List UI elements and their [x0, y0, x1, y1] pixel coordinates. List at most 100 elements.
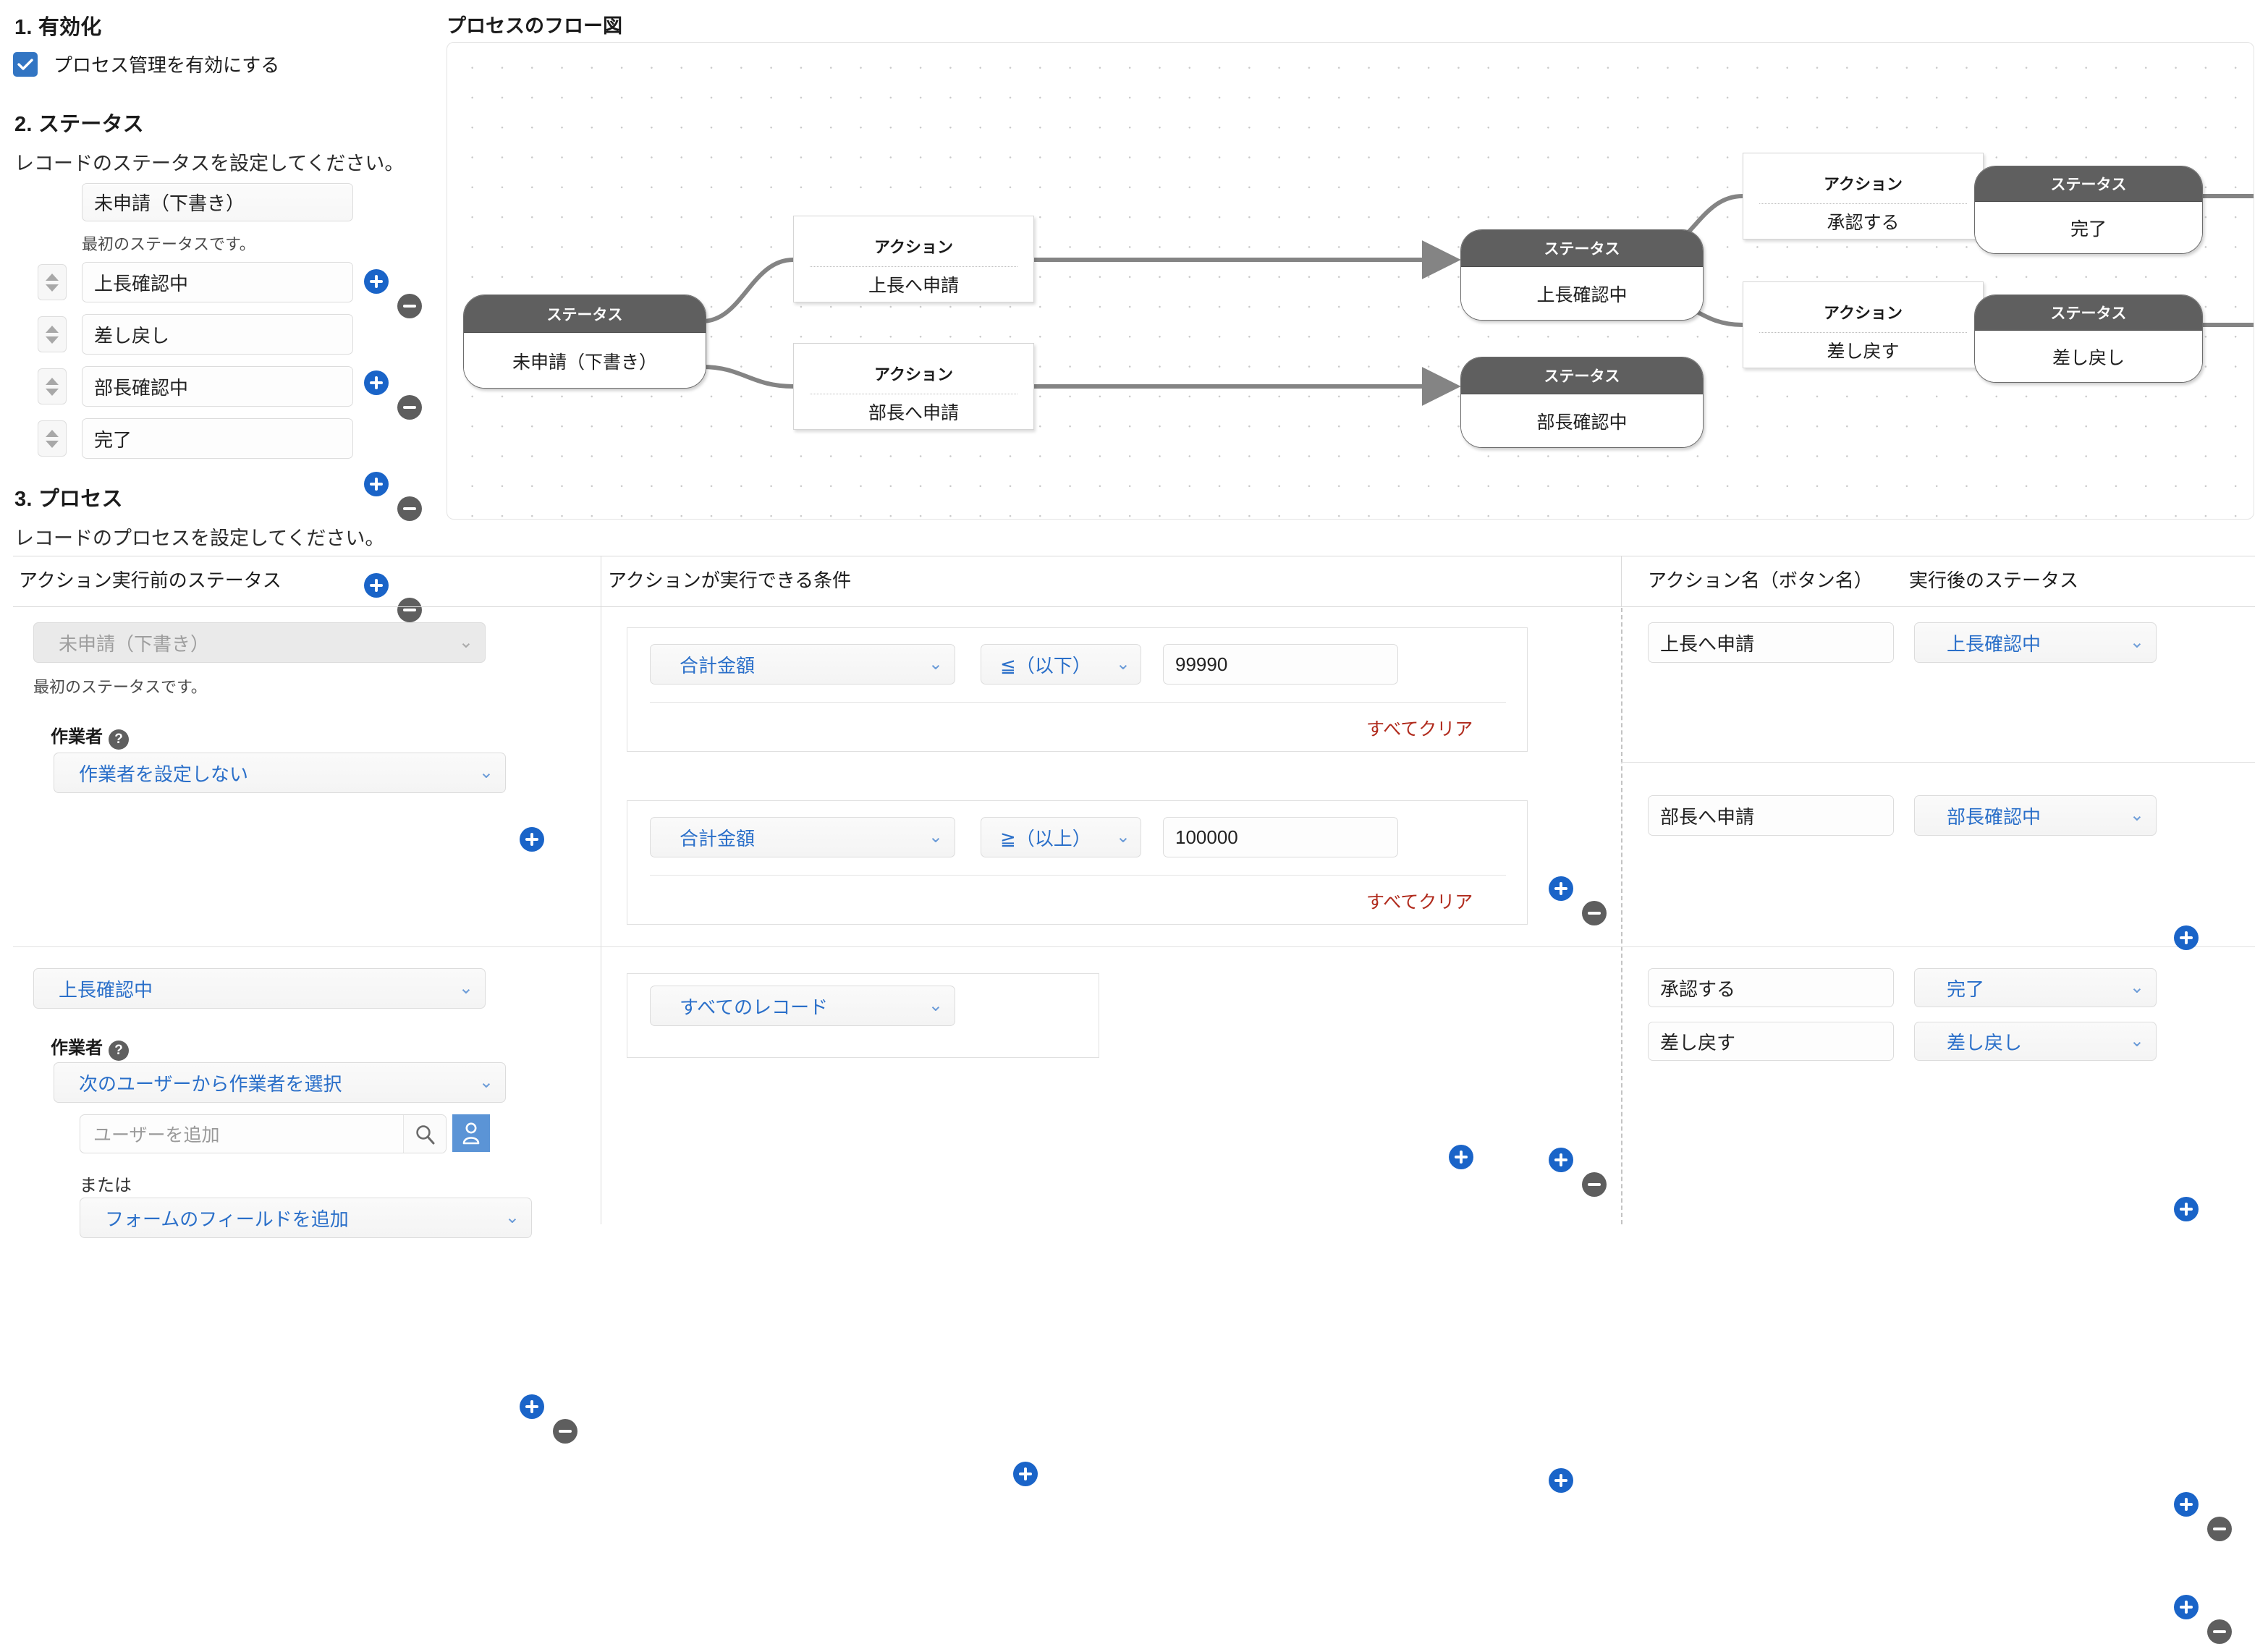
action-remove-button-4[interactable] — [2207, 1619, 2232, 1644]
flow-node-label: 上長確認中 — [1461, 266, 1703, 320]
after-status-select-3[interactable]: 完了 ⌄ — [1914, 968, 2157, 1007]
first-status-input[interactable]: 未申請（下書き） — [82, 183, 353, 221]
status-remove-button[interactable] — [397, 395, 422, 420]
condition-field-select-3[interactable]: すべてのレコード ⌄ — [650, 986, 955, 1026]
flow-node-label: 上長へ申請 — [868, 275, 959, 296]
column-divider-2 — [1621, 556, 1622, 606]
search-icon[interactable] — [403, 1115, 446, 1153]
help-icon[interactable]: ? — [109, 729, 129, 750]
condition-operator-2-value: ≧（以上） — [1000, 827, 1091, 849]
status-reorder-stepper[interactable] — [38, 368, 67, 404]
chevron-down-icon: ⌄ — [2129, 805, 2144, 825]
status-add-button[interactable] — [364, 573, 389, 598]
status-input[interactable]: 完了 — [82, 418, 353, 459]
before-status-select-1[interactable]: 未申請（下書き） ⌄ — [33, 622, 486, 663]
process-row-remove-button-2[interactable] — [1582, 1172, 1607, 1197]
flow-node-header: ステータス — [1461, 357, 1703, 394]
clear-all-link-1[interactable]: すべてクリア — [1366, 719, 1473, 740]
enable-process-checkbox[interactable] — [13, 51, 38, 77]
condition-operator-select-1[interactable]: ≦（以下） ⌄ — [981, 644, 1141, 685]
after-status-select-1[interactable]: 上長確認中 ⌄ — [1914, 622, 2157, 663]
flow-node-status[interactable]: ステータス 部長確認中 — [1460, 357, 1704, 448]
action-name-input-3[interactable]: 承認する — [1648, 968, 1894, 1007]
chevron-down-icon: ⌄ — [928, 654, 943, 674]
user-picker-button[interactable] — [452, 1114, 490, 1152]
before-status-note-1: 最初のステータスです。 — [33, 678, 207, 696]
assignee-select-1[interactable]: 作業者を設定しない ⌄ — [54, 753, 506, 793]
flow-node-header: アクション — [810, 216, 1017, 267]
condition-add-button-2[interactable] — [1449, 1145, 1473, 1169]
status-input[interactable]: 上長確認中 — [82, 262, 353, 302]
action-add-button-3[interactable] — [2174, 1492, 2199, 1517]
condition-field-select-2[interactable]: 合計金額 ⌄ — [650, 817, 955, 857]
after-status-select-4[interactable]: 差し戻し ⌄ — [1914, 1022, 2157, 1061]
condition-field-3-value: すべてのレコード — [680, 996, 829, 1018]
process-row-add-button-2[interactable] — [1549, 1148, 1573, 1172]
condition-operator-select-2[interactable]: ≧（以上） ⌄ — [981, 817, 1141, 857]
flow-node-header: ステータス — [1975, 295, 2202, 331]
process-row-add-button-1[interactable] — [1549, 876, 1573, 901]
chevron-down-icon: ⌄ — [504, 1208, 520, 1227]
process-row-remove-button-1[interactable] — [1582, 901, 1607, 925]
action-add-button-2[interactable] — [2174, 1197, 2199, 1221]
flow-node-action[interactable]: アクション 差し戻す — [1743, 281, 1984, 368]
action-add-button-1[interactable] — [2174, 925, 2199, 950]
after-status-1-value: 上長確認中 — [1947, 632, 2041, 655]
status-add-button[interactable] — [364, 472, 389, 496]
action-name-input-2[interactable]: 部長へ申請 — [1648, 795, 1894, 836]
flow-diagram-title: プロセスのフロー図 — [447, 15, 622, 37]
user-icon — [462, 1122, 480, 1145]
process-row-add-button-3[interactable] — [1549, 1468, 1573, 1493]
action-add-button-4[interactable] — [2174, 1595, 2199, 1619]
assignee-label-2: 作業者 — [51, 1038, 103, 1058]
status-input[interactable]: 差し戻し — [82, 314, 353, 355]
before-status-add-button-1[interactable] — [520, 827, 544, 852]
condition-operator-1-value: ≦（以下） — [1000, 654, 1091, 677]
action-name-input-1[interactable]: 上長へ申請 — [1648, 622, 1894, 663]
flow-node-label: 完了 — [1975, 202, 2202, 253]
condition-add-button-3[interactable] — [1013, 1462, 1038, 1486]
flow-node-status[interactable]: ステータス 差し戻し — [1974, 295, 2203, 383]
status-add-button[interactable] — [364, 370, 389, 395]
chevron-down-icon — [46, 388, 59, 396]
after-status-3-value: 完了 — [1947, 978, 1985, 1000]
flow-node-status[interactable]: ステータス 未申請（下書き） — [463, 295, 706, 389]
flow-node-action[interactable]: アクション 上長へ申請 — [793, 216, 1034, 302]
before-status-remove-button-2[interactable] — [553, 1419, 577, 1444]
status-remove-button[interactable] — [397, 496, 422, 521]
flow-node-status[interactable]: ステータス 完了 — [1974, 166, 2203, 254]
assignee-select-2[interactable]: 次のユーザーから作業者を選択 ⌄ — [54, 1062, 506, 1103]
status-add-button[interactable] — [364, 269, 389, 294]
assignee-select-2-value: 次のユーザーから作業者を選択 — [79, 1072, 342, 1095]
column-header-before-status: アクション実行前のステータス — [19, 569, 282, 591]
help-icon[interactable]: ? — [109, 1040, 129, 1061]
flow-diagram-canvas[interactable]: ステータス 未申請（下書き） アクション 上長へ申請 アクション 部長へ申請 ス… — [447, 42, 2254, 520]
action-remove-button-3[interactable] — [2207, 1517, 2232, 1541]
condition-field-select-1[interactable]: 合計金額 ⌄ — [650, 644, 955, 685]
status-reorder-stepper[interactable] — [38, 264, 67, 300]
user-search-box[interactable]: ユーザーを追加 — [80, 1114, 447, 1153]
clear-all-link-2[interactable]: すべてクリア — [1366, 892, 1473, 912]
flow-node-label: 未申請（下書き） — [464, 333, 706, 388]
after-status-select-2[interactable]: 部長確認中 ⌄ — [1914, 795, 2157, 836]
action-name-input-4[interactable]: 差し戻す — [1648, 1022, 1894, 1061]
flow-node-action[interactable]: アクション 承認する — [1743, 153, 1984, 240]
flow-node-label: 部長へ申請 — [868, 402, 959, 423]
status-reorder-stepper[interactable] — [38, 420, 67, 457]
status-input[interactable]: 部長確認中 — [82, 366, 353, 407]
flow-node-action[interactable]: アクション 部長へ申請 — [793, 343, 1034, 430]
before-status-select-2[interactable]: 上長確認中 ⌄ — [33, 968, 486, 1009]
condition-value-input-2[interactable]: 100000 — [1163, 817, 1398, 857]
status-remove-button[interactable] — [397, 294, 422, 318]
chevron-down-icon — [46, 336, 59, 344]
chevron-down-icon: ⌄ — [478, 1072, 494, 1092]
enable-process-checkbox-row[interactable]: プロセス管理を有効にする — [13, 51, 279, 77]
user-search-input[interactable]: ユーザーを追加 — [93, 1125, 220, 1145]
status-remove-button[interactable] — [397, 598, 422, 622]
form-field-select[interactable]: フォームのフィールドを追加 ⌄ — [80, 1198, 532, 1238]
before-status-add-button-2[interactable] — [520, 1394, 544, 1419]
condition-value-input-1[interactable]: 99990 — [1163, 644, 1398, 685]
chevron-up-icon — [46, 273, 59, 281]
flow-node-status[interactable]: ステータス 上長確認中 — [1460, 229, 1704, 321]
status-reorder-stepper[interactable] — [38, 316, 67, 352]
